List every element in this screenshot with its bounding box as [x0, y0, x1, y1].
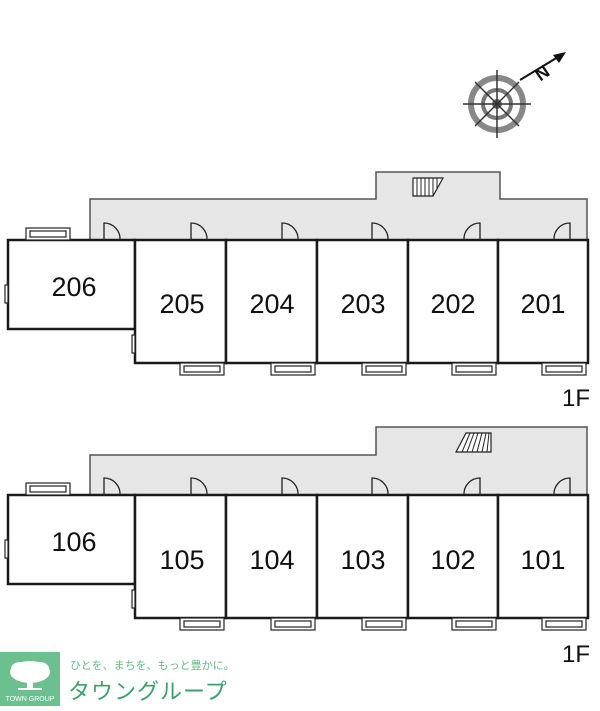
room-105 [133, 493, 228, 620]
room-101 [496, 493, 590, 620]
room-label-201: 201 [520, 289, 565, 319]
room-label-101: 101 [520, 545, 565, 575]
room-103 [315, 493, 410, 620]
room-201 [496, 238, 590, 365]
room-label-106: 106 [51, 527, 96, 557]
room-label-105: 105 [159, 545, 204, 575]
compass-icon: N [463, 52, 566, 138]
room-label-103: 103 [340, 545, 385, 575]
room-label-102: 102 [430, 545, 475, 575]
corridor [89, 426, 588, 496]
brand-tagline: ひとを、まちを、もっと豊かに。 [70, 659, 235, 672]
stairs-icon [412, 177, 445, 197]
room-label-104: 104 [249, 545, 294, 575]
room-label-206: 206 [51, 272, 96, 302]
doors [103, 222, 571, 241]
doors [103, 477, 571, 496]
room-label-203: 203 [340, 289, 385, 319]
room-label-202: 202 [430, 289, 475, 319]
room-label-204: 204 [249, 289, 294, 319]
room-label-205: 205 [159, 289, 204, 319]
room-203 [315, 238, 410, 365]
logo-caption: TOWN GROUP [6, 696, 55, 703]
floor-lower: 106 105 104 103 102 101 1F [4, 426, 590, 668]
floor-upper: 206 205 204 203 202 201 1F [4, 171, 590, 412]
floor-label-upper: 1F [562, 385, 590, 412]
corridor [89, 171, 588, 241]
stairs-icon [455, 432, 492, 453]
balconies [4, 482, 587, 631]
floor-label-lower: 1F [562, 641, 590, 668]
balconies [4, 227, 587, 376]
tree-icon: TOWN GROUP [0, 652, 60, 706]
town-group-logo: TOWN GROUP [0, 652, 60, 706]
brand-name: タウングループ [68, 680, 228, 705]
compass-north-label: N [531, 61, 553, 85]
room-205 [133, 238, 228, 365]
